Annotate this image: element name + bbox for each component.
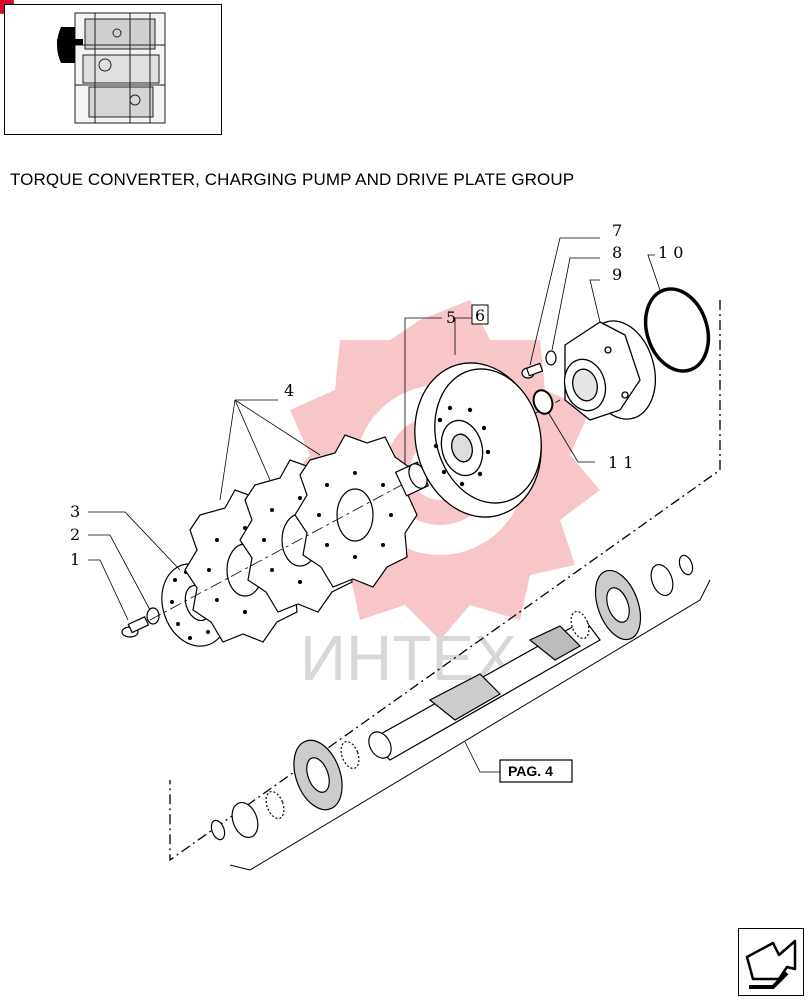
callout-11: 1 1 bbox=[608, 453, 633, 472]
leader-lines bbox=[88, 237, 661, 773]
callout-9: 9 bbox=[612, 265, 622, 284]
callout-2: 2 bbox=[70, 525, 80, 544]
washer-part-8 bbox=[545, 350, 557, 366]
page-reference-link[interactable]: PAG. 4 bbox=[499, 759, 573, 783]
callout-8: 8 bbox=[612, 243, 622, 262]
next-page-arrow-icon bbox=[745, 939, 797, 989]
charging-pump-part-9 bbox=[563, 320, 656, 421]
bolt-part-1 bbox=[121, 615, 150, 638]
thumbnail-frame[interactable] bbox=[4, 4, 222, 135]
seal-part-11 bbox=[532, 389, 554, 415]
callout-5: 5 bbox=[446, 308, 456, 327]
callout-6: 6 bbox=[475, 306, 485, 325]
callout-1: 1 bbox=[70, 550, 80, 569]
page-title: TORQUE CONVERTER, CHARGING PUMP AND DRIV… bbox=[10, 170, 575, 189]
transmission-thumbnail-icon bbox=[57, 12, 166, 124]
snap-ring-part-10 bbox=[643, 287, 711, 373]
boundary-frame bbox=[169, 300, 721, 862]
callout-6-box bbox=[471, 304, 489, 325]
page-reference-text: PAG. 4 bbox=[508, 763, 553, 779]
bolt-part-7 bbox=[521, 362, 544, 379]
callout-7: 7 bbox=[612, 221, 622, 240]
bushing-part-5 bbox=[394, 461, 430, 497]
drive-plates-part-4 bbox=[184, 434, 418, 643]
output-shaft-assembly bbox=[210, 554, 694, 841]
torque-converter-part-6 bbox=[414, 362, 542, 518]
next-page-button[interactable] bbox=[738, 928, 804, 996]
callout-4: 4 bbox=[284, 381, 294, 400]
callout-3: 3 bbox=[70, 502, 80, 521]
callout-10: 1 0 bbox=[658, 243, 683, 262]
